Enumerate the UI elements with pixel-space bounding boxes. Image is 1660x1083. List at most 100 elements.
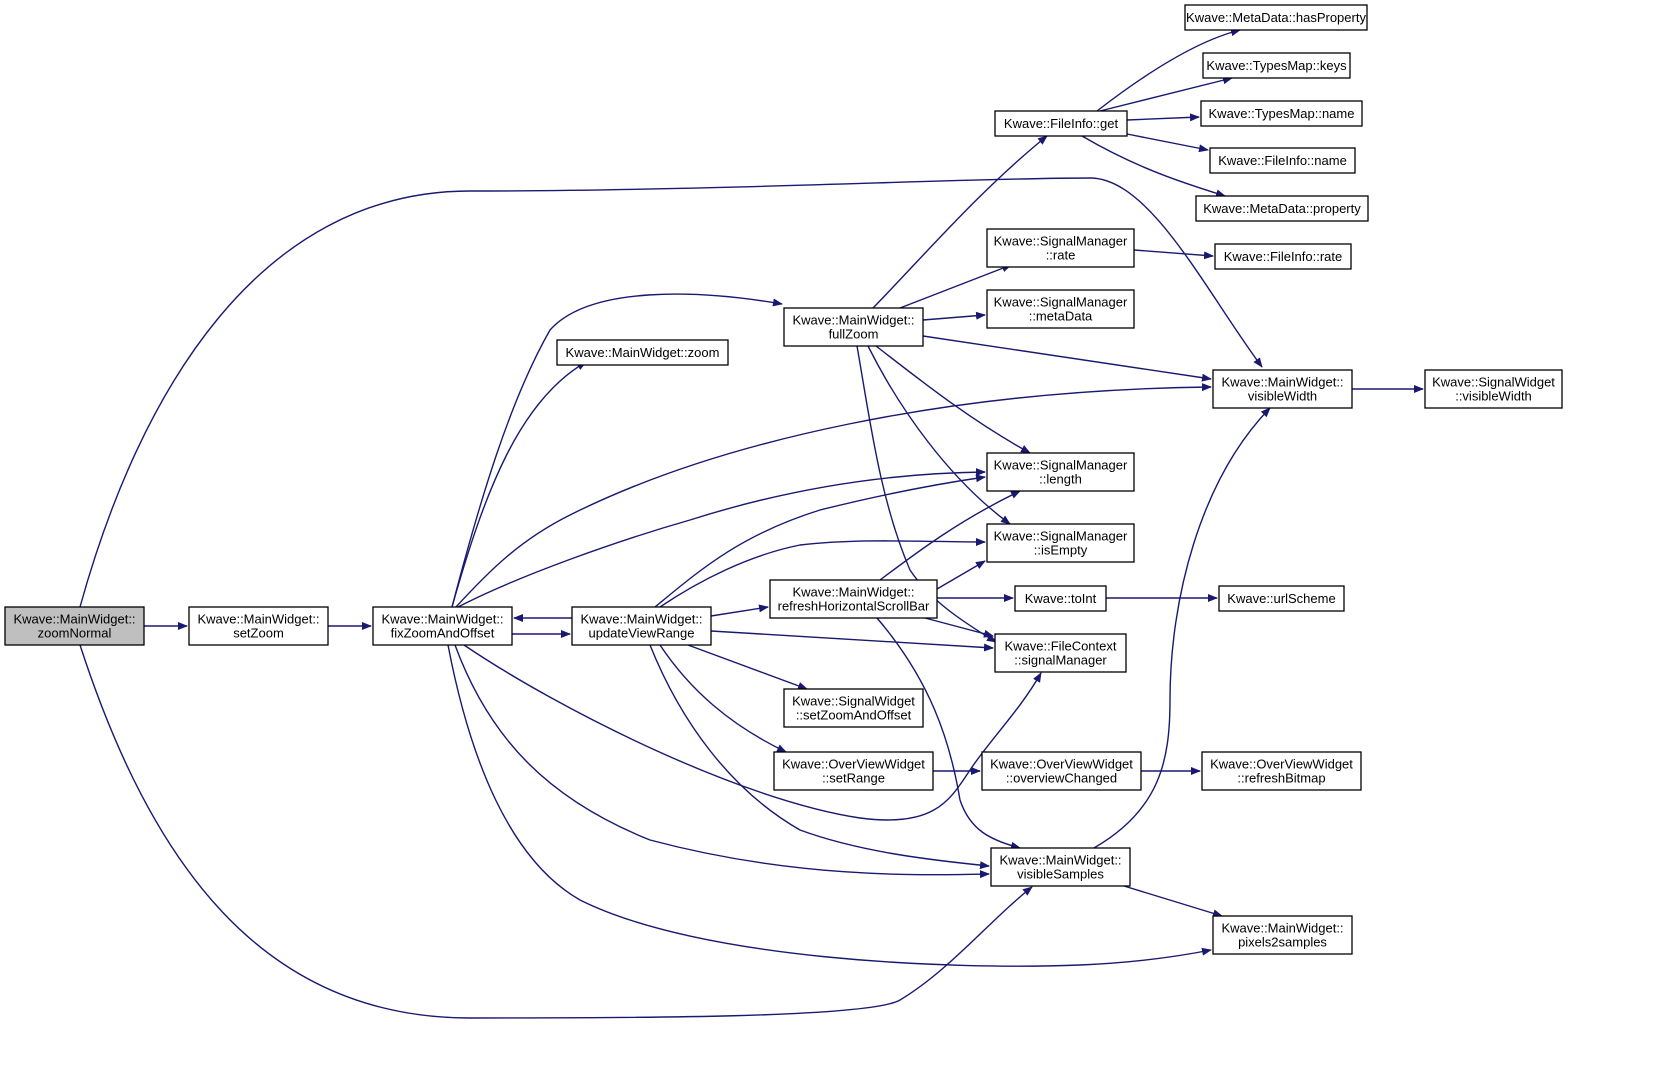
edge-fixZoomAndOffset-to-smLength [457, 468, 986, 608]
node-fiName[interactable]: Kwave::FileInfo::name [1209, 147, 1356, 174]
node-box [769, 579, 938, 619]
node-ovRefreshBitmap[interactable]: Kwave::OverViewWidget::refreshBitmap [1201, 751, 1362, 791]
edge-line [79, 177, 1263, 608]
node-fixZoomAndOffset[interactable]: Kwave::MainWidget::fixZoomAndOffset [372, 606, 513, 646]
node-label: ::isEmpty [1034, 543, 1088, 558]
node-box [1201, 751, 1362, 791]
node-ovOverviewChanged[interactable]: Kwave::OverViewWidget::overviewChanged [981, 751, 1142, 791]
node-label: pixels2samples [1238, 935, 1327, 950]
edge-line [687, 644, 808, 690]
node-label: Kwave::SignalManager [994, 295, 1128, 310]
edge-fiGet-to-mdHasProperty [1096, 28, 1241, 112]
node-visibleWidth[interactable]: Kwave::MainWidget::visibleWidth [1212, 369, 1353, 409]
edge-fullZoom-to-smRate [899, 264, 1012, 309]
node-label: Kwave::MainWidget:: [1221, 921, 1343, 936]
node-label: Kwave::MainWidget:: [792, 585, 914, 600]
node-fiRate[interactable]: Kwave::FileInfo::rate [1214, 243, 1352, 270]
edge-line [451, 293, 783, 608]
node-visibleSamples[interactable]: Kwave::MainWidget::visibleSamples [990, 847, 1131, 887]
node-box [372, 606, 513, 646]
node-tmKeys[interactable]: Kwave::TypesMap::keys [1202, 52, 1351, 79]
edge-refreshHSB-to-smIsEmpty [936, 560, 986, 590]
node-fiGet[interactable]: Kwave::FileInfo::get [994, 110, 1128, 137]
edge-line [710, 604, 769, 617]
node-label: ::overviewChanged [1006, 771, 1117, 786]
node-swSetZoomAndOffset[interactable]: Kwave::SignalWidget::setZoomAndOffset [783, 688, 924, 728]
node-updateViewRange[interactable]: Kwave::MainWidget::updateViewRange [571, 606, 712, 646]
node-refreshHSB[interactable]: Kwave::MainWidget::refreshHorizontalScro… [769, 579, 938, 619]
edge-refreshHSB-to-visibleSamples [876, 617, 1021, 850]
edge-updateViewRange-to-visibleSamples [649, 644, 990, 870]
node-fcSignalManager[interactable]: Kwave::FileContext::signalManager [994, 633, 1127, 673]
edge-line [1133, 249, 1214, 260]
node-pixels2samples[interactable]: Kwave::MainWidget::pixels2samples [1212, 915, 1353, 955]
node-label: Kwave::MainWidget:: [381, 612, 503, 627]
node-smIsEmpty[interactable]: Kwave::SignalManager::isEmpty [986, 523, 1135, 563]
edge-fixZoomAndOffset-to-zoom [451, 361, 587, 608]
node-box [1214, 243, 1352, 270]
node-fullZoom[interactable]: Kwave::MainWidget::fullZoom [783, 307, 924, 347]
node-box [994, 633, 1127, 673]
node-label: visibleSamples [1017, 867, 1104, 882]
node-label: ::signalManager [1014, 653, 1107, 668]
node-smRate[interactable]: Kwave::SignalManager::rate [986, 228, 1135, 268]
node-box [986, 452, 1135, 492]
node-label: fullZoom [829, 327, 879, 342]
edge-line [79, 644, 1033, 1019]
edge-fixZoomAndOffset-to-fullZoom [451, 293, 783, 608]
node-toInt[interactable]: Kwave::toInt [1014, 585, 1107, 612]
node-label: Kwave::MainWidget::zoom [566, 345, 720, 360]
node-box [1195, 195, 1369, 222]
node-box [1202, 52, 1351, 79]
edge-updateViewRange-to-fcSignalManager [710, 630, 994, 652]
node-label: Kwave::SignalWidget [792, 694, 915, 709]
node-label: ::rate [1046, 248, 1076, 263]
edge-line [447, 644, 1212, 967]
edge-fixZoomAndOffset-to-visibleSamples [454, 644, 990, 879]
node-box [783, 688, 924, 728]
edge-fiGet-to-mdProperty [1081, 135, 1226, 198]
node-box [1424, 369, 1563, 409]
node-label: Kwave::SignalWidget [1432, 375, 1555, 390]
node-tmName[interactable]: Kwave::TypesMap::name [1200, 100, 1363, 127]
node-smMetaData[interactable]: Kwave::SignalManager::metaData [986, 289, 1135, 329]
edge-line [455, 383, 1212, 608]
edge-line [1126, 133, 1209, 153]
edge-line [876, 617, 1021, 850]
node-label: Kwave::TypesMap::name [1209, 106, 1355, 121]
edge-line [879, 490, 1021, 581]
node-label: Kwave::urlScheme [1227, 591, 1335, 606]
node-label: ::setZoomAndOffset [796, 708, 912, 723]
edge-zoomNormal-to-visibleSamples [79, 644, 1033, 1019]
node-zoom[interactable]: Kwave::MainWidget::zoom [556, 339, 729, 366]
edge-fullZoom-to-smIsEmpty [867, 345, 1011, 525]
edge-fixZoomAndOffset-to-fcSignalManager [463, 644, 1042, 821]
node-box [1212, 915, 1353, 955]
edge-fullZoom-to-smLength [875, 345, 1031, 454]
node-label: Kwave::MetaData::hasProperty [1186, 10, 1366, 25]
node-label: Kwave::FileContext [1005, 639, 1117, 654]
node-setZoom[interactable]: Kwave::MainWidget::setZoom [188, 606, 329, 646]
edge-line [1099, 76, 1233, 112]
edge-smRate-to-fiRate [1133, 249, 1214, 260]
node-mdHasProperty[interactable]: Kwave::MetaData::hasProperty [1184, 4, 1368, 31]
edge-line [936, 560, 986, 590]
node-urlScheme[interactable]: Kwave::urlScheme [1218, 585, 1345, 612]
node-swVisibleWidth[interactable]: Kwave::SignalWidget::visibleWidth [1424, 369, 1563, 409]
node-ovSetRange[interactable]: Kwave::OverViewWidget::setRange [773, 751, 934, 791]
edge-fiGet-to-fiName [1126, 133, 1209, 153]
node-label: Kwave::MainWidget:: [999, 853, 1121, 868]
node-zoomNormal[interactable]: Kwave::MainWidget::zoomNormal [4, 606, 145, 646]
node-label: ::visibleWidth [1455, 389, 1532, 404]
edge-line [924, 617, 994, 638]
node-mdProperty[interactable]: Kwave::MetaData::property [1195, 195, 1369, 222]
edges-layer [79, 28, 1424, 1019]
edge-updateViewRange-to-swSetZoomAndOffset [687, 644, 808, 690]
node-box [986, 523, 1135, 563]
node-box [1209, 147, 1356, 174]
node-label: Kwave::MainWidget:: [197, 612, 319, 627]
edge-fixZoomAndOffset-to-pixels2samples [447, 644, 1212, 967]
node-smLength[interactable]: Kwave::SignalManager::length [986, 452, 1135, 492]
node-box [783, 307, 924, 347]
